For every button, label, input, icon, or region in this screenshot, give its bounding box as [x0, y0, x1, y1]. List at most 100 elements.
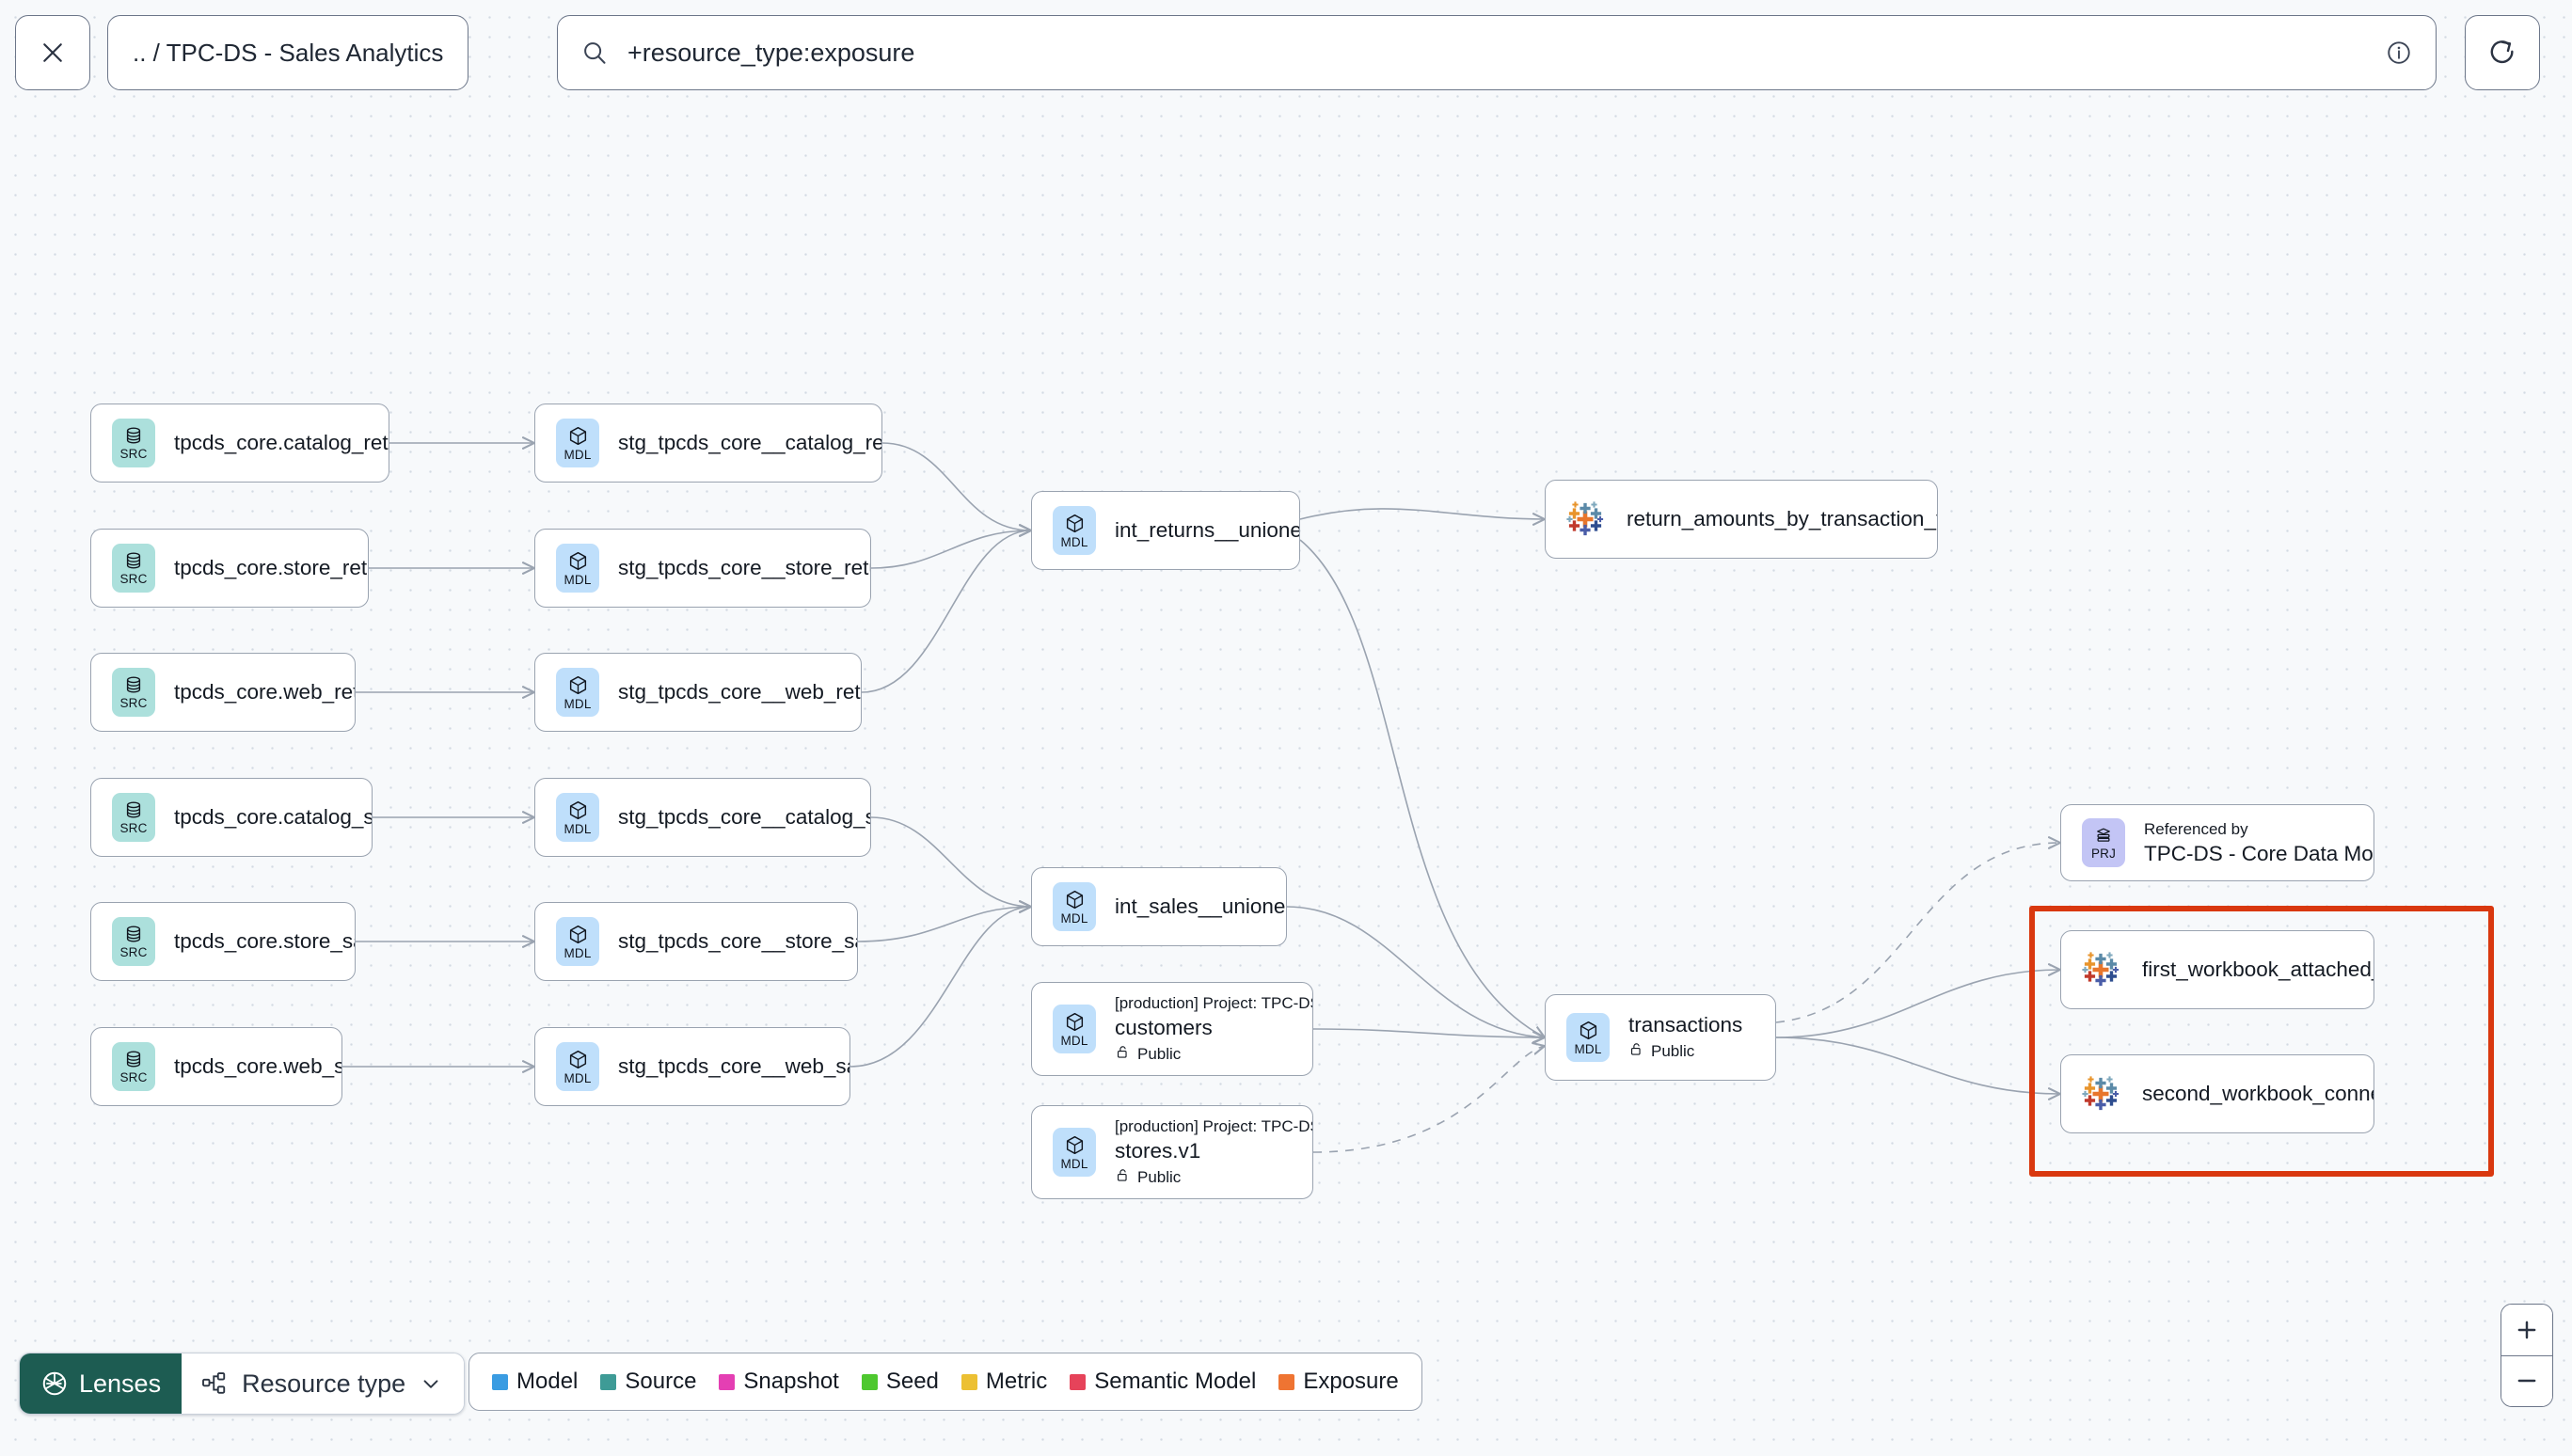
zoom-out-button[interactable]: [2501, 1354, 2552, 1406]
cube-icon: [1578, 1020, 1599, 1041]
search-query-value: +resource_type:exposure: [627, 38, 915, 67]
cube-icon: [569, 925, 586, 943]
legend-item-exposure[interactable]: Exposure: [1278, 1369, 1399, 1395]
node-type-badge-label: MDL: [564, 1070, 592, 1085]
legend-item-snapshot[interactable]: Snapshot: [719, 1369, 839, 1395]
node-type-badge-model: MDL: [1053, 1005, 1096, 1053]
node-type-badge-model: MDL: [1053, 882, 1096, 931]
database-icon: [126, 552, 141, 569]
legend-item-seed[interactable]: Seed: [861, 1369, 939, 1395]
database-icon: [126, 676, 141, 693]
graph-node-second_workbook[interactable]: second_workbook_connected_to_live…: [2060, 1054, 2374, 1133]
legend-swatch: [1278, 1373, 1295, 1390]
graph-node-int_sales_unioned[interactable]: MDL int_sales__unioned: [1031, 867, 1287, 946]
cube-icon: [1066, 514, 1083, 532]
legend-item-semantic-model[interactable]: Semantic Model: [1070, 1369, 1256, 1395]
node-title: int_sales__unioned: [1115, 894, 1286, 918]
node-type-badge-model: MDL: [556, 917, 599, 966]
breadcrumb[interactable]: .. / TPC-DS - Sales Analytics: [107, 15, 469, 90]
database-icon: [126, 926, 141, 942]
node-body: second_workbook_connected_to_live…: [2142, 1082, 2374, 1106]
graph-node-stg_catalog_returns[interactable]: MDL stg_tpcds_core__catalog_returns: [534, 404, 882, 483]
resource-type-dropdown[interactable]: Resource type: [182, 1353, 465, 1414]
cube-icon: [567, 799, 589, 821]
lenses-button[interactable]: Lenses: [20, 1353, 183, 1414]
unlock-icon: [1628, 1041, 1644, 1062]
graph-node-stg_store_sales[interactable]: MDL stg_tpcds_core__store_sales: [534, 902, 858, 981]
node-body: first_workbook_attached_to_tpc-ds_-_…: [2142, 957, 2374, 982]
node-body: tpcds_core.web_returns: [174, 680, 355, 704]
node-type-badge-label: SRC: [119, 696, 148, 710]
graph-node-return_amounts[interactable]: return_amounts_by_transaction_type: [1545, 480, 1938, 559]
aperture-icon: [42, 1371, 67, 1396]
cube-icon: [1066, 1012, 1083, 1031]
info-circle-icon[interactable]: [2385, 39, 2413, 67]
legend-swatch: [961, 1373, 977, 1390]
legend-label: Seed: [885, 1369, 939, 1394]
node-type-badge-label: MDL: [1060, 1033, 1088, 1048]
refresh-button[interactable]: [2465, 15, 2540, 90]
cube-icon: [569, 800, 586, 819]
search-input[interactable]: +resource_type:exposure: [557, 15, 2437, 90]
legend-item-model[interactable]: Model: [492, 1369, 578, 1395]
cube-icon: [1066, 890, 1083, 909]
graph-node-src_web_returns[interactable]: SRC tpcds_core.web_returns: [90, 653, 356, 732]
lenses-control-group: Lenses Resource type: [19, 1353, 466, 1415]
legend-swatch: [719, 1373, 736, 1390]
node-body: stg_tpcds_core__web_returns: [618, 680, 861, 704]
node-type-badge-project: PRJ: [2082, 818, 2125, 867]
node-title: stg_tpcds_core__catalog_returns: [618, 431, 881, 454]
node-visibility: Public: [1115, 1044, 1312, 1065]
node-visibility: Public: [1628, 1041, 1742, 1062]
graph-node-int_returns_unioned[interactable]: MDL int_returns__unioned: [1031, 491, 1300, 570]
graph-node-stg_web_sales[interactable]: MDL stg_tpcds_core__web_sales: [534, 1027, 850, 1106]
graph-node-src_catalog_sales[interactable]: SRC tpcds_core.catalog_sales: [90, 778, 373, 857]
cube-icon: [567, 425, 589, 447]
cube-icon: [1066, 1135, 1083, 1154]
node-title: stg_tpcds_core__catalog_sales: [618, 805, 870, 829]
node-visibility-label: Public: [1137, 1044, 1182, 1063]
node-body: tpcds_core.store_returns: [174, 556, 368, 580]
search-icon: [580, 39, 609, 67]
database-icon: [123, 924, 144, 944]
close-button[interactable]: [15, 15, 90, 90]
node-body: [production] Project: TPC-DS - Core Data…: [1115, 994, 1312, 1065]
graph-canvas[interactable]: SRCtpcds_core.catalog_returnsSRCtpcds_co…: [0, 105, 2572, 1356]
node-body: stg_tpcds_core__store_sales: [618, 929, 857, 954]
node-body: tpcds_core.catalog_sales: [174, 805, 372, 830]
database-icon: [126, 801, 141, 818]
node-type-badge-label: SRC: [119, 821, 148, 835]
node-type-badge-label: MDL: [564, 447, 592, 462]
database-icon: [123, 674, 144, 695]
database-icon: [123, 550, 144, 571]
graph-node-customers[interactable]: MDL [production] Project: TPC-DS - Core D…: [1031, 982, 1313, 1076]
cube-icon: [567, 924, 589, 945]
legend-label: Metric: [985, 1369, 1048, 1394]
tableau-icon: [2082, 1076, 2120, 1111]
legend-item-metric[interactable]: Metric: [961, 1369, 1047, 1395]
node-type-badge-label: MDL: [1060, 910, 1088, 926]
legend-swatch: [861, 1373, 878, 1390]
node-type-badge-label: MDL: [564, 945, 592, 960]
cube-icon: [567, 550, 589, 572]
node-title: stg_tpcds_core__web_sales: [618, 1054, 849, 1078]
node-title: int_returns__unioned: [1115, 518, 1299, 542]
node-body: tpcds_core.catalog_returns: [174, 431, 389, 455]
legend-item-source[interactable]: Source: [600, 1369, 696, 1395]
graph-node-stores_v1[interactable]: MDL[production] Project: TPC-DS - Core D…: [1031, 1105, 1313, 1199]
node-type-badge-model: MDL: [1053, 506, 1096, 555]
zoom-in-button[interactable]: [2501, 1305, 2552, 1355]
project-stack-icon: [2097, 828, 2110, 842]
node-subtitle: [production] Project: TPC-DS - Core Data…: [1115, 993, 1312, 1012]
graph-node-first_workbook[interactable]: first_workbook_attached_to_tpc-ds_-_…: [2060, 930, 2374, 1009]
